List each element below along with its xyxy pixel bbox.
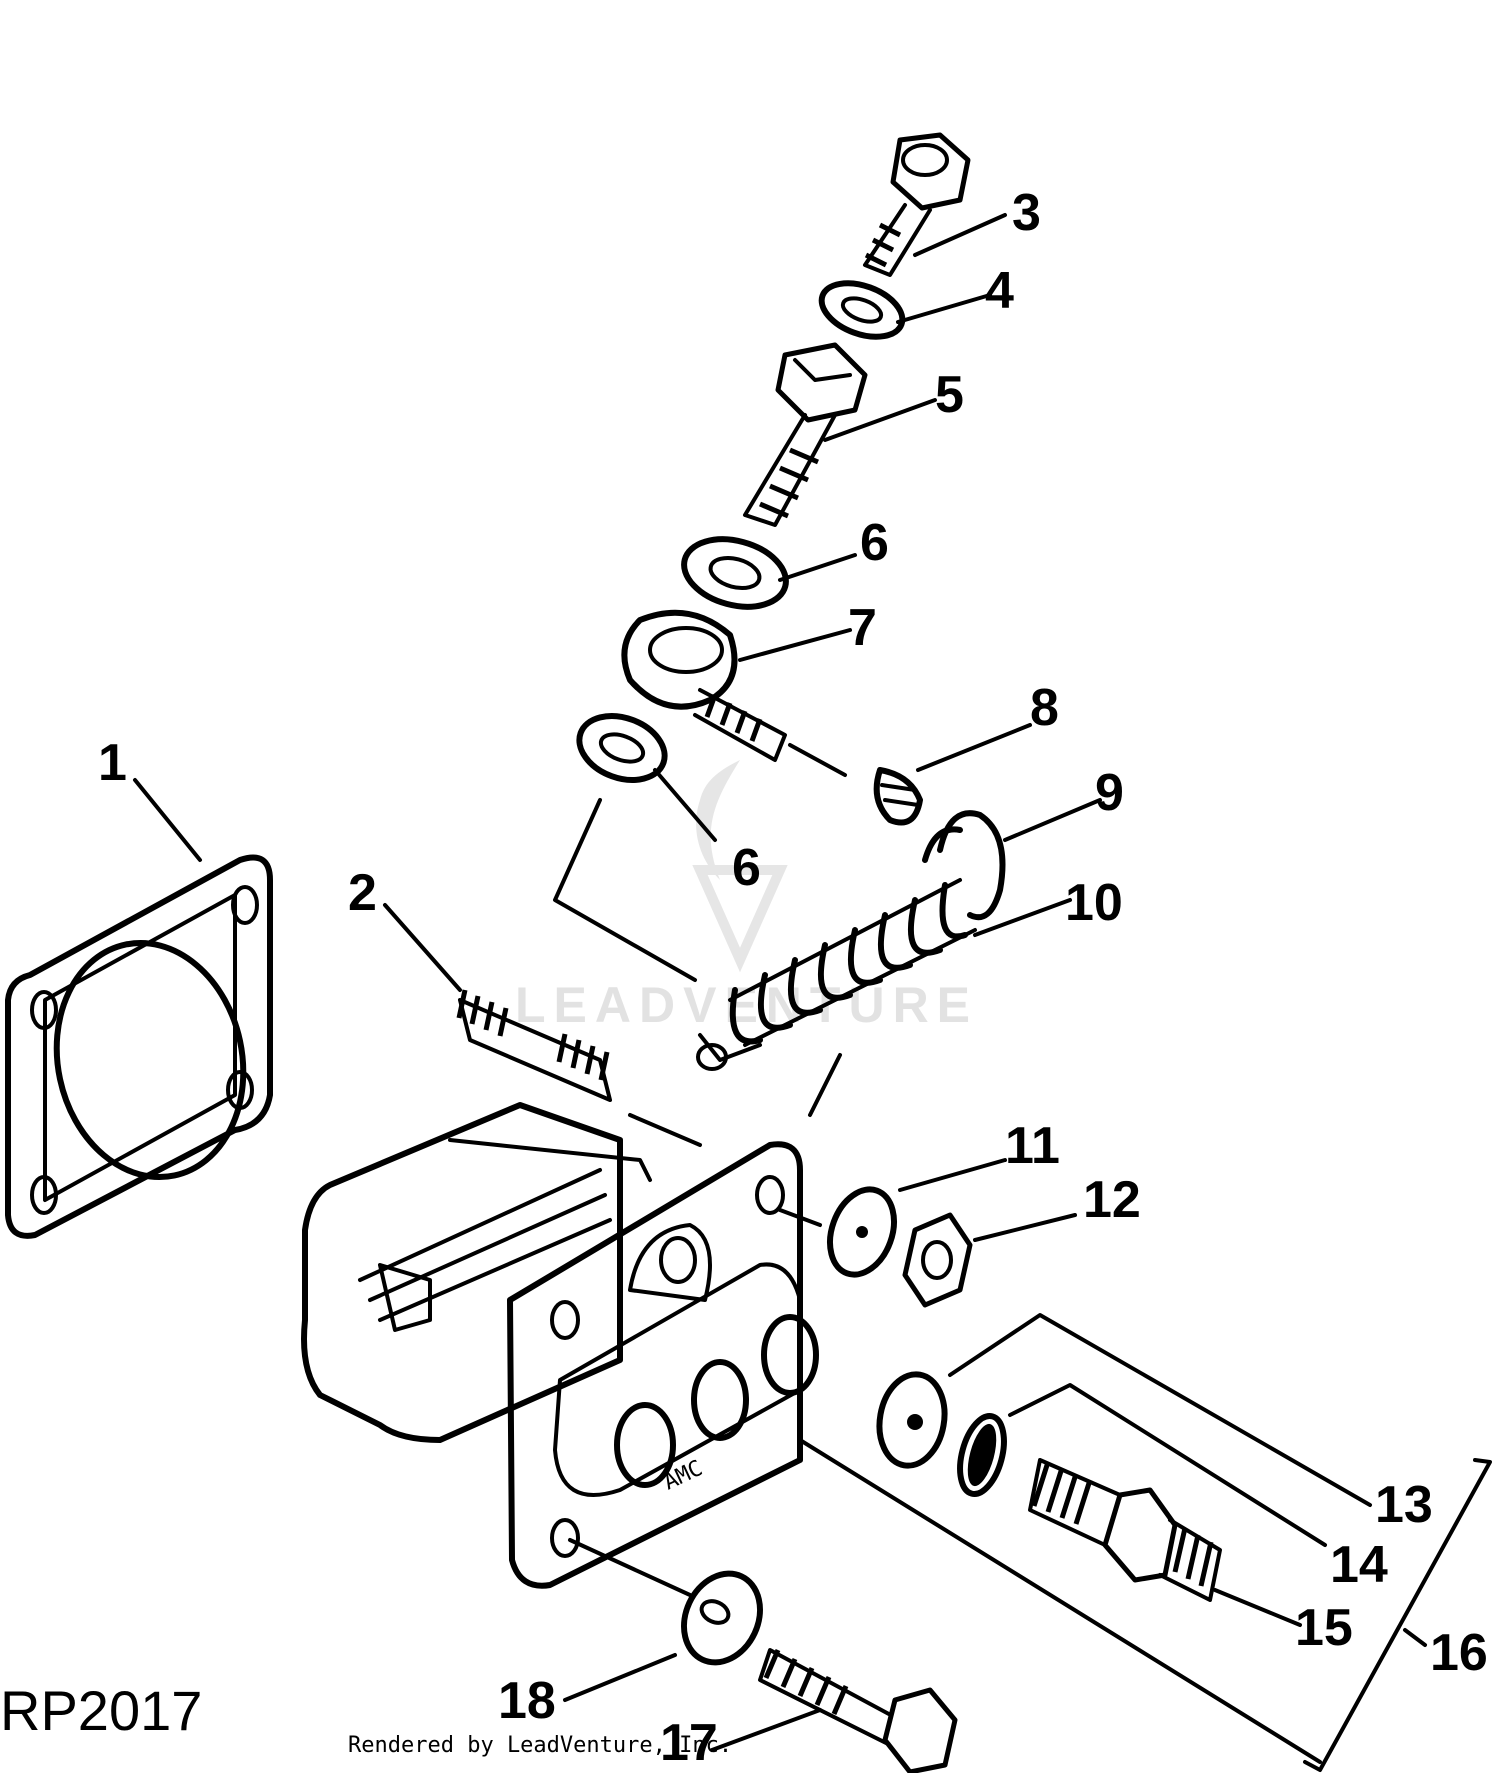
part-6-washer-upper (681, 536, 857, 610)
part-16-kit-bracket (798, 1438, 1492, 1772)
leadventure-watermark: LEADVENTURE (515, 760, 978, 1033)
part-9-hose (922, 798, 1102, 921)
callout-6-lower: 6 (732, 839, 761, 897)
callout-labels: 1 2 3 4 5 6 6 7 8 9 10 11 12 13 14 15 16… (98, 184, 1488, 1772)
callout-17: 17 (660, 1714, 718, 1772)
callout-5: 5 (935, 366, 964, 424)
part-14-o-ring (957, 1383, 1327, 1547)
callout-1: 1 (98, 734, 127, 792)
part-15-fitting (1028, 1458, 1302, 1627)
callout-2: 2 (348, 864, 377, 922)
part-1-gasket (5, 778, 273, 1239)
part-18-washer (563, 1538, 763, 1702)
callout-18: 18 (498, 1672, 556, 1730)
reference-code: RP2017 (0, 1679, 202, 1742)
part-8-clip (873, 723, 1032, 826)
callout-3: 3 (1012, 184, 1041, 242)
callout-7: 7 (848, 599, 877, 657)
part-10-spring (696, 878, 1072, 1117)
part-11-washer (778, 1158, 1007, 1278)
callout-8: 8 (1030, 679, 1059, 737)
callout-9: 9 (1095, 764, 1124, 822)
part-12-nut (902, 1212, 1077, 1308)
callout-11: 11 (1005, 1117, 1060, 1175)
part-6-washer-lower (553, 713, 717, 982)
part-13-washer (876, 1313, 1372, 1507)
callout-6-upper: 6 (860, 514, 889, 572)
part-2-stud (383, 903, 702, 1147)
part-7-banjo-fitting (621, 609, 852, 777)
part-5-bolt (743, 342, 937, 527)
callout-14: 14 (1330, 1536, 1388, 1594)
callout-15: 15 (1295, 1599, 1353, 1657)
part-4-washer (818, 280, 992, 340)
callout-13: 13 (1375, 1476, 1433, 1534)
watermark-text: LEADVENTURE (515, 977, 978, 1033)
callout-4: 4 (985, 262, 1014, 320)
callout-16: 16 (1430, 1624, 1488, 1682)
rendered-by-credit: Rendered by LeadVenture, Inc. (348, 1733, 732, 1758)
callout-12: 12 (1083, 1171, 1141, 1229)
callout-10: 10 (1065, 874, 1123, 932)
pump-body: AMC (301, 1102, 819, 1589)
part-3-bolt (863, 132, 1007, 277)
part-17-bolt (710, 1648, 958, 1773)
